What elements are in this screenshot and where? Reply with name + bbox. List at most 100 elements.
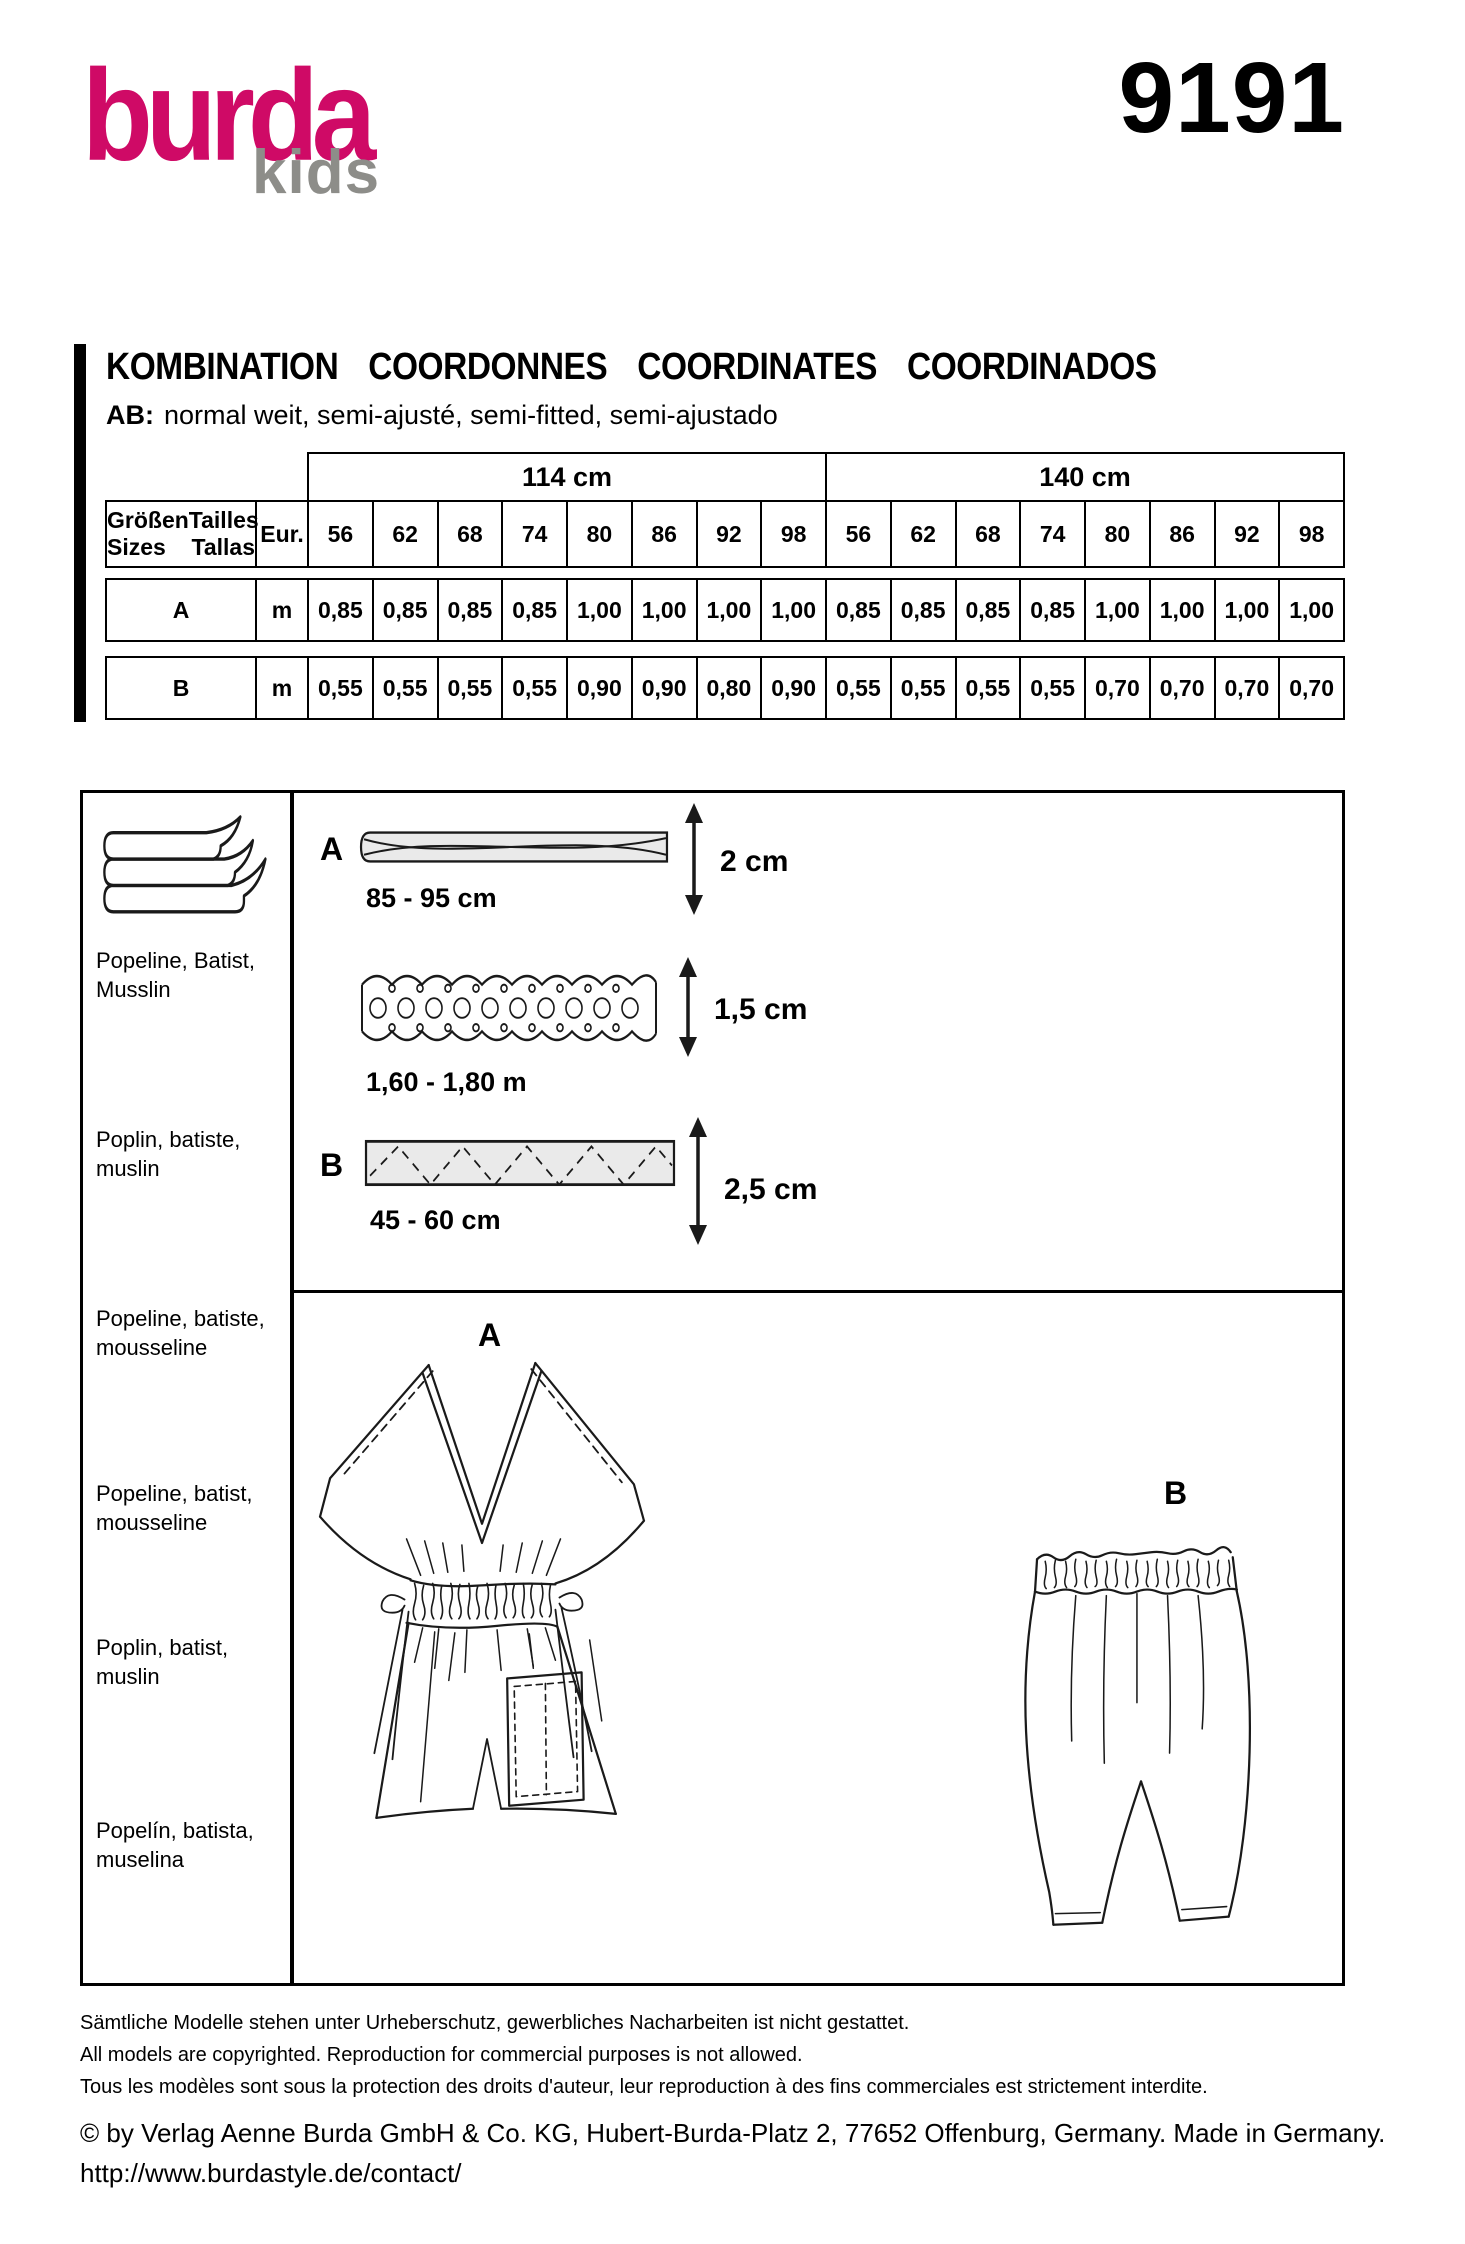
size-cell: 86: [1148, 500, 1216, 568]
yardage-cell: 0,90: [760, 656, 827, 720]
yardage-cell: 0,85: [436, 578, 504, 642]
size-word-fr: Tailles: [188, 507, 259, 533]
yardage-cell: 0,90: [630, 656, 698, 720]
notions-panel: A 85 - 95 cm 2 cm: [291, 790, 1345, 1293]
yardage-cell: 0,85: [825, 578, 892, 642]
table-row-view-b: B m 0,55 0,55 0,55 0,55 0,90 0,90 0,80 0…: [105, 656, 1345, 720]
size-word-en: Sizes: [107, 534, 166, 560]
view-b-technical-drawing: [1024, 1546, 1252, 1926]
eur-label-cell: Eur.: [255, 500, 309, 568]
view-a-technical-drawing: [318, 1361, 646, 1819]
yardage-cell: 1,00: [1213, 578, 1281, 642]
burda-logo: burda: [82, 42, 376, 188]
size-cell: 98: [1278, 500, 1345, 568]
yardage-cell: 0,70: [1278, 656, 1345, 720]
elastic-width: 2 cm: [720, 845, 789, 878]
fabric-item: Popelín, batista, muselina: [96, 1818, 254, 1872]
fabric-item: Poplin, batist, muslin: [96, 1635, 229, 1689]
size-cell: 62: [889, 500, 957, 568]
size-cell: 92: [1213, 500, 1281, 568]
yardage-cell: 0,85: [501, 578, 568, 642]
fabric-width-row: 114 cm 140 cm: [106, 452, 1345, 502]
pattern-number: 9191: [1118, 42, 1345, 154]
width-arrow-icon: [679, 957, 697, 1057]
fabric-bolt-icon: [103, 815, 267, 914]
table-row-view-a: A m 0,85 0,85 0,85 0,85 1,00 1,00 1,00 1…: [105, 578, 1345, 642]
yardage-cell: 1,00: [1084, 578, 1151, 642]
size-cell: 80: [1084, 500, 1151, 568]
fabric-item: Popeline, batist, mousseline: [96, 1481, 253, 1535]
publisher-line: © by Verlag Aenne Burda GmbH & Co. KG, H…: [80, 2118, 1386, 2148]
kids-logo: kids: [252, 138, 381, 207]
yardage-cell: 1,00: [1148, 578, 1216, 642]
size-cell: 92: [695, 500, 763, 568]
yardage-cell: 0,70: [1084, 656, 1151, 720]
yardage-cell: 1,00: [760, 578, 827, 642]
fabric-suggestions-panel: Popeline, Batist, Musslin Poplin, batist…: [80, 790, 293, 1986]
notion-view-a-label: A: [320, 831, 344, 867]
view-b-cell: B: [105, 656, 257, 720]
copyright-note-de: Sämtliche Modelle stehen unter Urhebersc…: [80, 2012, 910, 2034]
yardage-cell: 0,55: [1019, 656, 1086, 720]
yardage-cell: 0,85: [1019, 578, 1086, 642]
size-cell: 56: [307, 500, 374, 568]
yardage-cell: 0,90: [566, 656, 633, 720]
size-cell: 74: [1019, 500, 1086, 568]
lace-length: 1,60 - 1,80 m: [366, 1067, 527, 1097]
size-cell: 62: [371, 500, 439, 568]
size-cell: 86: [630, 500, 698, 568]
lace-width: 1,5 cm: [714, 993, 808, 1026]
title-accent-bar: [74, 344, 86, 722]
view-a-cell: A: [105, 578, 257, 642]
view-a-label: A: [478, 1317, 502, 1353]
yardage-cell: 0,85: [954, 578, 1022, 642]
lace-trim-graphic: [361, 974, 657, 1042]
fabric-item: Poplin, batiste, muslin: [96, 1127, 241, 1181]
copyright-note-fr: Tous les modèles sont sous la protection…: [80, 2076, 1208, 2098]
yardage-cell: 0,55: [889, 656, 957, 720]
yardage-cell: 0,55: [436, 656, 504, 720]
fit-text: normal weit, semi-ajusté, semi-fitted, s…: [164, 400, 778, 430]
size-cell: 74: [501, 500, 568, 568]
yardage-cell: 1,00: [695, 578, 763, 642]
size-cell: 68: [436, 500, 504, 568]
yardage-cell: 0,55: [501, 656, 568, 720]
width-114-header: 114 cm: [307, 452, 827, 502]
yardage-cell: 1,00: [630, 578, 698, 642]
yardage-cell: 0,55: [371, 656, 439, 720]
elastic-band-graphic: [359, 831, 669, 863]
copyright-note-en: All models are copyrighted. Reproduction…: [80, 2044, 803, 2066]
unit-cell: m: [255, 656, 309, 720]
yardage-cell: 0,55: [954, 656, 1022, 720]
fabric-item: Popeline, batiste, mousseline: [96, 1306, 265, 1360]
yardage-cell: 0,85: [307, 578, 374, 642]
size-word-de: Größen: [107, 507, 189, 533]
yardage-cell: 0,70: [1148, 656, 1216, 720]
size-cell: 68: [954, 500, 1022, 568]
unit-cell: m: [255, 578, 309, 642]
table-spacer: [106, 453, 308, 501]
yardage-cell: 0,55: [825, 656, 892, 720]
width-arrow-icon: [685, 803, 703, 915]
bias-width: 2,5 cm: [724, 1173, 818, 1206]
contact-url: http://www.burdastyle.de/contact/: [80, 2158, 462, 2188]
width-140-header: 140 cm: [825, 452, 1345, 502]
size-cell: 56: [825, 500, 892, 568]
width-arrow-icon: [689, 1117, 707, 1245]
bias-tape-graphic: [364, 1139, 676, 1187]
bias-length: 45 - 60 cm: [370, 1205, 501, 1235]
view-prefix: AB:: [106, 400, 154, 430]
elastic-length: 85 - 95 cm: [366, 883, 497, 913]
yardage-cell: 0,55: [307, 656, 374, 720]
yardage-cell: 0,80: [695, 656, 763, 720]
fabric-item: Popeline, Batist, Musslin: [96, 948, 255, 1002]
yardage-cell: 0,70: [1213, 656, 1281, 720]
yardage-cell: 1,00: [566, 578, 633, 642]
size-word-es: Tallas: [191, 534, 256, 560]
view-b-label: B: [1164, 1475, 1188, 1511]
size-cell: 98: [760, 500, 827, 568]
notion-view-b-label: B: [320, 1147, 344, 1183]
